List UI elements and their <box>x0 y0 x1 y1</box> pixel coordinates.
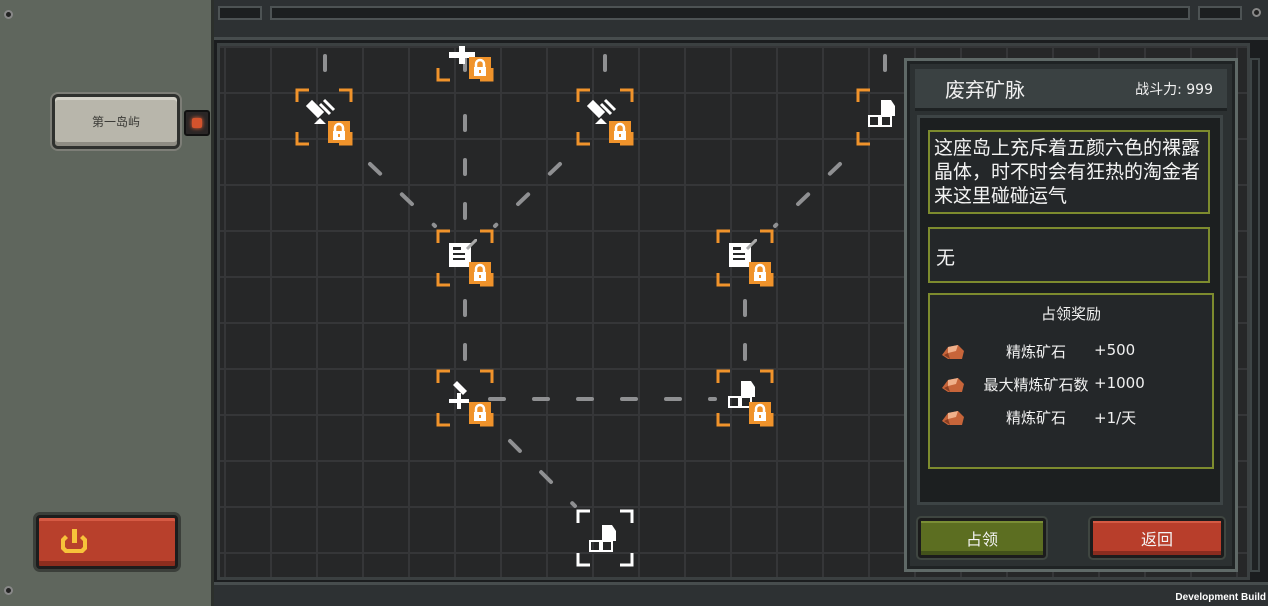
development-build-label: Development Build <box>1175 592 1266 603</box>
map-node-repair[interactable] <box>436 46 494 82</box>
island-indicator-light <box>184 110 210 136</box>
island-select-button[interactable]: 第一岛屿 <box>52 94 180 149</box>
repair-tool-icon <box>449 381 469 409</box>
map-node-satellite[interactable] <box>576 88 634 146</box>
frame-slot <box>270 6 1190 20</box>
reward-value: +1/天 <box>1094 409 1137 427</box>
lock-icon <box>609 121 631 143</box>
refined-ore-icon <box>942 345 964 359</box>
occupy-button[interactable]: 占领 <box>918 518 1046 558</box>
map-node-document[interactable] <box>716 229 774 287</box>
frame-slot <box>218 6 262 20</box>
satellite-dish-icon <box>587 98 617 124</box>
rivet-icon <box>4 10 13 19</box>
selection-bracket-icon <box>576 88 634 146</box>
document-icon <box>729 239 757 267</box>
top-frame-bar <box>214 0 1268 40</box>
reward-name: 精炼矿石 <box>1005 409 1066 427</box>
map-node-satellite[interactable] <box>295 88 353 146</box>
selection-bracket-icon <box>716 369 774 427</box>
reward-row: 精炼矿石 +500 <box>940 341 1210 363</box>
lock-icon <box>469 57 491 79</box>
crates-icon <box>589 525 616 552</box>
lock-icon <box>469 402 491 424</box>
panel-scrollbar[interactable] <box>1250 58 1260 572</box>
selection-bracket-icon <box>436 68 494 82</box>
back-label: 返回 <box>1140 530 1173 549</box>
island-description: 这座岛上充斥着五颜六色的裸露晶体，时不时会有狂热的淘金者来这里碰碰运气 <box>934 137 1201 207</box>
bottom-frame-bar <box>214 582 1268 606</box>
map-node-crates[interactable] <box>716 369 774 427</box>
reward-name: 最大精炼矿石数 <box>983 376 1089 394</box>
reward-value: +1000 <box>1094 374 1145 392</box>
satellite-dish-icon <box>306 98 336 124</box>
lock-icon <box>749 402 771 424</box>
selection-bracket-icon <box>436 369 494 427</box>
map-node-document[interactable] <box>436 229 494 287</box>
map-node-crates-selected[interactable] <box>576 509 634 567</box>
map-node-repair[interactable] <box>436 369 494 427</box>
requirement-box: 无 <box>928 227 1210 283</box>
island-sidebar: 第一岛屿 <box>0 0 214 606</box>
rivet-icon <box>1252 8 1261 17</box>
selection-bracket-icon <box>436 229 494 287</box>
reward-title: 占领奖励 <box>1040 305 1101 323</box>
description-box: 这座岛上充斥着五颜六色的裸露晶体，时不时会有狂热的淘金者来这里碰碰运气 <box>928 130 1210 214</box>
panel-header: 废弃矿脉 战斗力: 999 <box>915 69 1227 111</box>
selection-bracket-icon <box>576 509 634 567</box>
lock-icon <box>469 262 491 284</box>
map-connections <box>323 54 887 508</box>
selection-bracket-icon <box>716 229 774 287</box>
refined-ore-icon <box>942 378 964 392</box>
island-label: 第一岛屿 <box>91 115 140 129</box>
document-icon <box>449 239 477 267</box>
repair-tool-icon <box>449 46 475 64</box>
reward-row: 最大精炼矿石数 +1000 <box>940 374 1210 396</box>
map-node-crates[interactable] <box>856 88 914 146</box>
reward-name: 精炼矿石 <box>1005 343 1066 361</box>
crates-icon <box>868 100 895 127</box>
island-title: 废弃矿脉 <box>945 78 1025 102</box>
lock-icon <box>328 121 350 143</box>
reward-row: 精炼矿石 +1/天 <box>940 407 1210 429</box>
occupy-label: 占领 <box>965 530 998 549</box>
lock-icon <box>749 262 771 284</box>
reward-value: +500 <box>1094 341 1136 359</box>
selection-bracket-icon <box>856 88 870 146</box>
requirement-text: 无 <box>936 247 956 269</box>
frame-slot <box>1198 6 1242 20</box>
power-button[interactable] <box>36 515 178 569</box>
combat-power: 战斗力: 999 <box>1135 81 1213 98</box>
back-button[interactable]: 返回 <box>1090 518 1224 558</box>
reward-box: 占领奖励 精炼矿石 +500 最大精炼矿石数 +1000 精炼矿石 +1/天 <box>928 293 1214 469</box>
refined-ore-icon <box>942 411 964 425</box>
power-icon <box>61 529 87 553</box>
rivet-icon <box>4 586 13 595</box>
selection-bracket-icon <box>295 88 353 146</box>
